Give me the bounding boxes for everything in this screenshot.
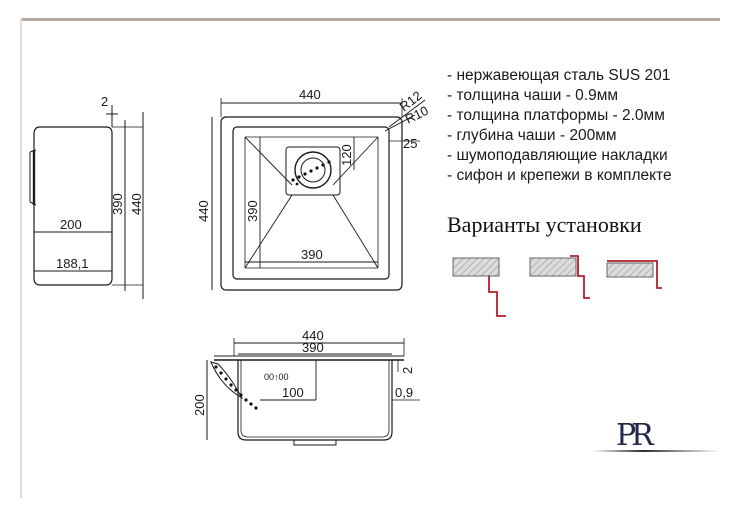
front-view: [206, 338, 420, 446]
side-view: [29, 105, 144, 299]
side-dim-inner-height: 390: [110, 193, 125, 215]
top-dim-drain-offset: 120: [339, 144, 354, 166]
drain-frame: [285, 146, 341, 196]
left-border: [20, 18, 22, 498]
top-view-inner: [232, 126, 390, 280]
spec-item-siphon: - сифон и крепежи в комплекте: [447, 167, 672, 184]
drain-outer: [294, 151, 332, 189]
top-view-slopes: [244, 136, 379, 269]
drain-inner: [300, 157, 326, 183]
spec-list: - нержавеющая сталь SUS 201 - толщина ча…: [447, 66, 672, 186]
radius-leader-outer: [388, 99, 426, 128]
front-dim-depth: 200: [192, 394, 207, 416]
front-siphon-dots: [214, 365, 258, 410]
side-view-outline: [33, 126, 113, 286]
front-dim-outer-width: 440: [302, 328, 324, 343]
side-dim-depth: 200: [60, 217, 82, 232]
front-dim-top: 2: [400, 367, 415, 374]
top-dim-rim: 25: [403, 136, 417, 151]
front-dim-thickness: 0,9: [395, 385, 413, 400]
spec-item-bowl-depth: - глубина чаши - 200мм: [447, 127, 617, 144]
drain-dots: [291, 160, 331, 186]
spec-item-platform-thickness: - толщина платформы - 2.0мм: [447, 107, 665, 124]
install-variants-title: Варианты установки: [447, 212, 642, 237]
install-variant-overmount: [606, 260, 662, 289]
side-dim-top: 2: [101, 94, 108, 109]
top-view-outer: [220, 116, 403, 291]
front-siphon-edge: [210, 361, 244, 400]
brand-logo-underline: [592, 450, 720, 452]
install-variant-flush: [529, 255, 590, 299]
radius-leader-inner: [384, 114, 416, 132]
top-dim-height: 440: [196, 200, 211, 222]
side-view-lip: [29, 149, 37, 206]
top-dim-inner-width: 390: [301, 247, 323, 262]
front-dim-drain-label: 00↑00: [264, 372, 289, 382]
top-border: [20, 18, 720, 21]
install-variant-undermount: [452, 257, 506, 317]
top-view: [211, 98, 426, 291]
brand-logo: PR: [616, 418, 654, 453]
front-bowl-inner: [240, 360, 390, 438]
side-dim-outer-height: 440: [129, 193, 144, 215]
spec-item-steel: - нержавеющая сталь SUS 201: [447, 67, 671, 84]
top-dim-width: 440: [299, 87, 321, 102]
side-dim-overall-depth: 188,1: [56, 256, 89, 271]
front-dim-inner-width: 390: [302, 340, 324, 355]
spec-item-noise-pads: - шумоподавляющие накладки: [447, 147, 668, 164]
front-dim-drain: 100: [282, 385, 304, 400]
top-dim-inner-height: 390: [245, 200, 260, 222]
spec-item-bowl-thickness: - толщина чаши - 0.9мм: [447, 87, 619, 104]
front-drain-outlet: [293, 439, 337, 446]
